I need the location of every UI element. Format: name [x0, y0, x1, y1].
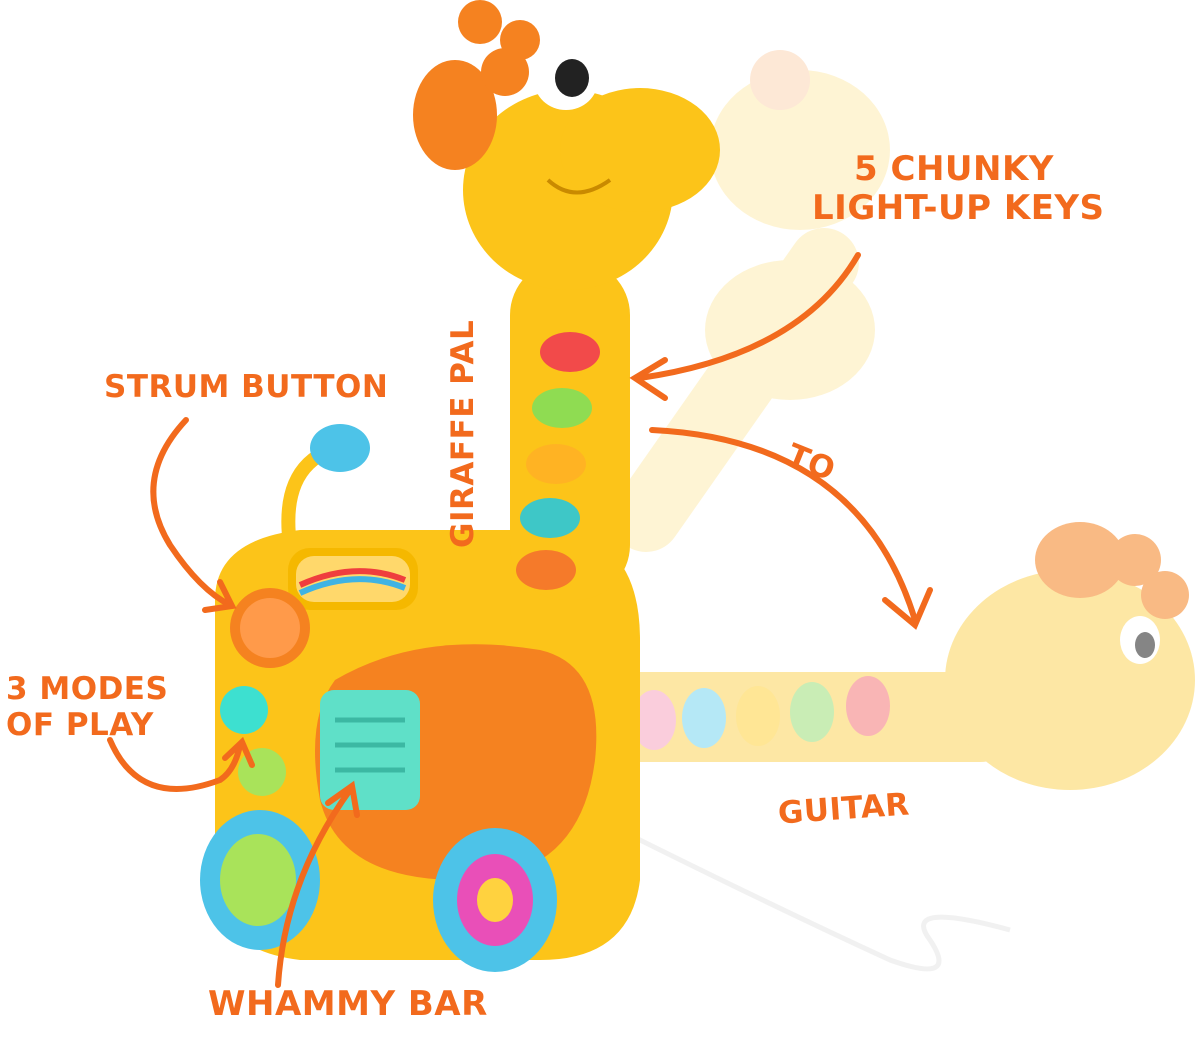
giraffe-toy	[200, 0, 720, 972]
arrow-strum-head	[202, 579, 237, 613]
label-whammy-bar: WHAMMY BAR	[208, 984, 488, 1024]
arrow-modes-head	[222, 736, 255, 768]
label-strum-button: STRUM BUTTON	[104, 369, 389, 405]
arrow-modes	[107, 737, 243, 792]
wheels	[200, 810, 557, 972]
neck-keys	[516, 332, 600, 590]
arrow-to-head	[882, 587, 933, 630]
guitar-keys	[632, 676, 890, 750]
arrow-whammy	[275, 787, 353, 988]
label-light-up-keys: 5 CHUNKY LIGHT-UP KEYS	[812, 149, 1105, 229]
mode-button-1	[220, 686, 268, 734]
guitar-mode-toy	[600, 522, 1195, 972]
arrow-keys-head	[629, 357, 668, 401]
label-modes-line2: OF PLAY	[6, 706, 154, 743]
label-keys-line2: LIGHT-UP KEYS	[812, 188, 1105, 229]
arrow-to	[649, 427, 918, 623]
arrow-strum	[150, 417, 233, 608]
label-giraffe-pal: GIRAFFE PAL	[445, 319, 481, 548]
label-keys-line1: 5 CHUNKY	[854, 149, 1054, 189]
label-modes-line1: 3 MODES	[6, 671, 169, 707]
label-modes-of-play: 3 MODES OF PLAY	[6, 671, 169, 743]
whammy-bar-graphic	[320, 690, 420, 810]
arrow-whammy-head	[325, 780, 360, 818]
arrow-keys	[637, 252, 861, 381]
annotation-arrows	[107, 252, 933, 988]
ghost-transition	[611, 50, 890, 552]
